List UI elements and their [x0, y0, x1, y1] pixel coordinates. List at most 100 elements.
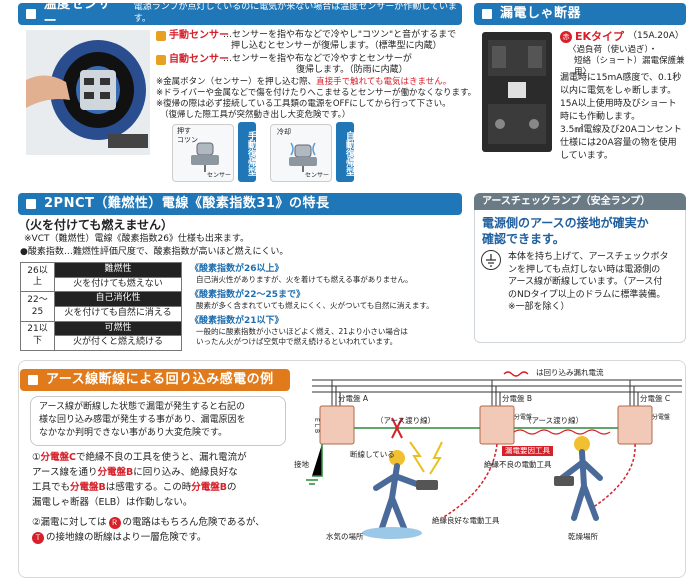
- earth-body-2: ンを押しても点灯しない時は電源側の: [508, 264, 661, 275]
- header-square-icon: [26, 9, 36, 19]
- bad-tool-label: 絶縁不良の電動工具: [484, 460, 552, 469]
- oi-note-26: 自己消火性がありますが、火を着けても燃える事がありません。: [196, 275, 413, 284]
- ek-desc-1: 〈過負荷（使い過ぎ）・: [568, 45, 658, 55]
- leak-body: 漏電時に15mA感度で、0.1秒 以内に電気をしゃ断します。 15A以上使用時及…: [560, 72, 682, 163]
- panel-b-small-label: 分電盤: [514, 414, 533, 421]
- manual-sensor-text1: …センサーを指や布などで冷やし"コツン"と音がするまで: [223, 30, 457, 40]
- manual-sensor-illustration: 押す コツン センサー: [172, 124, 234, 182]
- p2-text-2: の電路はもちろん危険であるが、: [122, 517, 265, 528]
- legend-text: は回り込み漏れ電流: [536, 368, 604, 377]
- ek-type: EKタイプ: [575, 30, 625, 43]
- break-label: 断線している: [350, 450, 395, 459]
- panel-c-small-label: 分電盤: [652, 414, 671, 421]
- table-row: 21以下 可燃性: [20, 320, 182, 352]
- wet-place-label: 水気の場所: [326, 532, 364, 541]
- name-cell: 難燃性: [54, 262, 182, 278]
- table-row: 火を付けても燃えない: [21, 276, 182, 293]
- leak-body-5: 3.5㎟電線及び20Aコンセント: [560, 125, 682, 135]
- panel-b-label: 分電盤 B: [502, 394, 533, 403]
- pnct-oi-def: ●酸素指数…難燃性評価尺度で、酸素指数が高いほど燃えにくい。: [20, 247, 289, 257]
- earth-lamp-header: アースチェックランプ（安全ランプ）: [474, 193, 686, 210]
- p1-text-3: に回り込み、絶縁良好な: [133, 467, 238, 478]
- sensor-label-2: センサー: [305, 172, 330, 179]
- p1-text-2: アース線を通り: [32, 467, 98, 478]
- case-header: アース線断線による回り込み感電の例: [20, 369, 290, 391]
- oi-tag-21: 《酸素指数が21以下》: [190, 316, 284, 326]
- manual-type-badge: 手動復帰型: [238, 122, 256, 182]
- earth-body-4: のNDタイプ以上のドラムに標準装備。: [508, 289, 666, 300]
- p1-text-6: の: [227, 482, 237, 493]
- auto-sensor-illustration: 冷却 センサー: [270, 124, 332, 182]
- p2-text-1: ②漏電に対しては: [32, 517, 107, 528]
- case-title: アース線断線による回り込み感電の例: [46, 371, 274, 387]
- manual-type-label: 手動復帰型: [246, 131, 256, 176]
- temp-sensor-header: 温度センサー 電源ランプが点灯しているのに電気が来ない場合は温度センサーが作動し…: [18, 0, 462, 29]
- cool-label: 冷却: [277, 128, 291, 136]
- ek-amp: （15A.20A）: [628, 31, 684, 41]
- mark-r-icon: Ｒ: [108, 517, 121, 529]
- leak-body-7: しています。: [560, 151, 613, 161]
- temp-sensor-title: 温度センサー: [43, 0, 112, 29]
- oi-tag-22: 《酸素指数が22～25まで》: [190, 290, 306, 300]
- oi-tag-26: 《酸素指数が26以上》: [190, 264, 284, 274]
- header-square-icon: [26, 199, 36, 209]
- pnct-title: 2PNCT（難燃性）電線《酸素指数31》の特長: [44, 195, 330, 211]
- manual-sensor-icon: [156, 31, 166, 41]
- earth-wire-label-1: （アース渡り線）: [376, 416, 436, 425]
- auto-type-label: 自動復帰型: [344, 131, 354, 176]
- p1-panel-b3: 分電盤B: [191, 482, 228, 493]
- table-row: 22～25 自己消化性: [20, 291, 182, 322]
- leak-breaker-header: 漏電しゃ断器: [474, 3, 686, 25]
- p2-text-3: の接地線の断線はより一層危険です。: [46, 532, 207, 543]
- push-label: 押す コツン: [177, 127, 198, 145]
- p1-text-4: 工具でも: [32, 482, 71, 493]
- ground-label: 接地: [294, 460, 309, 469]
- temp-note-1a: ※金属ボタン（センサー）を押し込む際、: [156, 77, 317, 87]
- auto-sensor-text2: 復帰します。（防雨に内蔵）: [296, 65, 408, 75]
- ground-icon: [481, 250, 501, 270]
- name-cell: 自己消化性: [54, 291, 182, 308]
- ek-badge-label: 赤: [562, 33, 570, 41]
- desc-cell: 火が付くと燃え続ける: [54, 335, 182, 352]
- case-intro-box: アース線が断線した状態で漏電が発生すると右記の 様な回り込み感電が発生する事があ…: [30, 396, 286, 446]
- case-intro-2: 様な回り込み感電が発生する事があり、漏電原因を: [39, 415, 246, 425]
- earth-lamp-title: アースチェックランプ（安全ランプ）: [482, 196, 651, 207]
- auto-type-badge: 自動復帰型: [336, 122, 354, 182]
- auto-sensor-icon: [156, 55, 166, 65]
- sensor-label-1: センサー: [207, 172, 232, 179]
- p1-num: ①: [32, 452, 41, 463]
- temp-note-1: ※金属ボタン（センサー）を押し込む際、直接手で触れても電気はきません。: [156, 77, 451, 88]
- p1-text-7: 漏電しゃ断器（ELB）は作動しない。: [32, 497, 193, 508]
- leak-body-6: 仕様には20A容量の物を使用: [560, 138, 677, 148]
- range-cell: 21以下: [20, 320, 55, 352]
- p1-panel-c: 分電盤C: [40, 452, 77, 463]
- table-row: 26以上 難燃性: [20, 261, 182, 293]
- ek-desc-2: 短絡（ショート）漏電保護兼用〉: [574, 56, 685, 78]
- leak-body-2: 以内に電気をしゃ断します。: [560, 86, 677, 96]
- mark-t-label: Ｔ: [34, 534, 42, 542]
- auto-sensor-text1: …センサーを指や布などで冷やすとセンサーが: [223, 54, 412, 64]
- leak-body-1: 漏電時に15mA感度で、0.1秒: [560, 73, 682, 83]
- mark-r-label: Ｒ: [111, 519, 119, 527]
- oi-note-21b: いったん火がつけば空気中で燃え続けるといわれています。: [196, 337, 398, 346]
- header-square-icon: [482, 9, 492, 19]
- case-intro-1: アース線が断線した状態で漏電が発生すると右記の: [39, 402, 246, 412]
- leak-cause-label: 漏電要因工具: [505, 446, 550, 455]
- temp-note-2: ※ドライバーや金属などで傷を付けたりへこませるとセンサーが働かなくなります。: [156, 88, 477, 98]
- earth-body-1: 本体を持ち上げて、アースチェックボタ: [508, 252, 669, 262]
- panel-c-label: 分電盤 C: [640, 394, 671, 403]
- desc-cell: 火を付けても自然に消える: [54, 306, 182, 322]
- cord-reel-image: [26, 30, 150, 155]
- earth-body: 本体を持ち上げて、アースチェックボタ ンを押しても点灯しない時は電源側の アース…: [508, 251, 669, 314]
- pnct-header: 2PNCT（難燃性）電線《酸素指数31》の特長: [18, 193, 462, 215]
- leak-breaker-title: 漏電しゃ断器: [500, 5, 582, 21]
- case-intro-3: なかなか判明できない事があり大変危険です。: [39, 428, 228, 438]
- earth-headline-1: 電源側のアースの接地が確実か: [482, 216, 649, 230]
- good-tool-label: 絶縁良好な電動工具: [432, 516, 500, 525]
- case-panel: [18, 360, 686, 578]
- pnct-vct: ※VCT（難燃性）電線《酸素指数26》仕様も出来ます。: [24, 234, 250, 244]
- manual-sensor-text2: 押し込むとセンサーが復帰します。（標準型に内蔵）: [231, 41, 442, 51]
- panel-a-label: 分電盤 A: [338, 394, 369, 403]
- table-row: 火を付けても自然に消える: [21, 306, 182, 322]
